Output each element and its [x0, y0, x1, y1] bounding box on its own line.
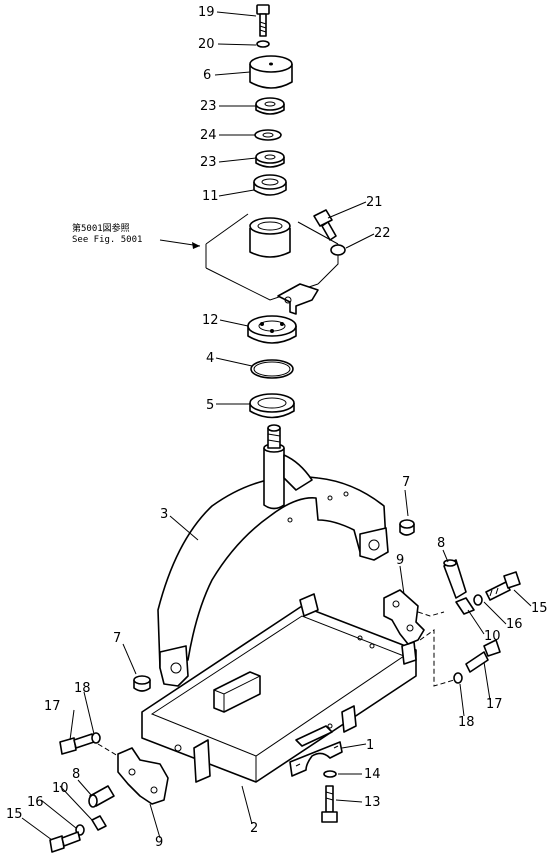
- callout-18-left: 18: [74, 681, 91, 696]
- part-lockwasher-24: [254, 129, 282, 141]
- part-small-bracket: [277, 283, 319, 315]
- part-bracket-9-right: [383, 589, 425, 645]
- part-bushing-7-right: [399, 519, 415, 536]
- reference-note-japanese: 第5001図参照: [72, 222, 130, 234]
- callout-16-left: 16: [27, 795, 44, 810]
- part-cap-6: [249, 55, 293, 89]
- part-washer-20: [256, 40, 270, 48]
- callout-9-right: 9: [396, 553, 404, 568]
- part-bolt-17-left: [59, 733, 95, 755]
- part-plate-10-right: [455, 597, 475, 615]
- callout-7-right: 7: [402, 475, 410, 490]
- callout-16-right: 16: [506, 617, 523, 632]
- part-washer-22: [330, 244, 346, 256]
- part-bolt-17-right: [465, 639, 501, 673]
- part-nut-23a: [255, 97, 285, 115]
- callout-8-right: 8: [437, 536, 445, 551]
- callout-24: 24: [200, 128, 217, 143]
- part-nut-23b: [255, 150, 285, 168]
- part-plate-10-left: [91, 815, 107, 831]
- part-swing-frame-3: [157, 424, 389, 687]
- part-bushing-7-left: [133, 675, 151, 692]
- part-bracket-9-left: [117, 747, 169, 805]
- callout-15-right: 15: [531, 601, 548, 616]
- callout-15-left: 15: [6, 807, 23, 822]
- part-bolt-15-left: [49, 831, 81, 853]
- callout-1: 1: [366, 738, 374, 753]
- callout-18-right: 18: [458, 715, 475, 730]
- assembly-line-right-upper: [417, 611, 445, 617]
- assembly-line-right-lower: [419, 629, 455, 687]
- part-washer-16-right: [473, 594, 483, 606]
- callout-12: 12: [202, 313, 219, 328]
- part-bolt-13: [321, 785, 338, 823]
- callout-6: 6: [203, 68, 211, 83]
- part-clamp-1: [289, 725, 343, 777]
- part-bolt-19: [256, 4, 270, 37]
- callout-8-left: 8: [72, 767, 80, 782]
- part-washer-18-left: [91, 732, 101, 744]
- part-washer-18-right: [453, 672, 463, 684]
- callout-17-left: 17: [44, 699, 61, 714]
- part-pin-8-right: [443, 559, 467, 599]
- part-seal-5: [249, 393, 295, 419]
- part-bolt-21: [313, 209, 337, 241]
- callout-3: 3: [160, 507, 168, 522]
- callout-5: 5: [206, 398, 214, 413]
- part-bolt-15-right: [485, 571, 521, 601]
- part-pin-8-left: [88, 785, 115, 808]
- callout-23-upper: 23: [200, 99, 217, 114]
- reference-note-english: See Fig. 5001: [72, 235, 142, 245]
- part-bearing-12: [247, 315, 297, 344]
- callout-2: 2: [250, 821, 258, 836]
- callout-20: 20: [198, 37, 215, 52]
- callout-21: 21: [366, 195, 383, 210]
- callout-10-right: 10: [484, 629, 501, 644]
- part-housing-box: [205, 213, 339, 301]
- callout-19: 19: [198, 5, 215, 20]
- callout-4: 4: [206, 351, 214, 366]
- callout-9-left: 9: [155, 835, 163, 850]
- callout-23-lower: 23: [200, 155, 217, 170]
- callout-11: 11: [202, 189, 219, 204]
- part-bearing-11: [253, 174, 287, 196]
- callout-7-left: 7: [113, 631, 121, 646]
- part-rectangular-frame-2: [141, 593, 417, 783]
- assembly-line-left: [97, 743, 119, 757]
- callout-13: 13: [364, 795, 381, 810]
- callout-10-left: 10: [52, 781, 69, 796]
- callout-22: 22: [374, 226, 391, 241]
- leader-lines: [21, 11, 532, 841]
- callout-17-right: 17: [486, 697, 503, 712]
- part-oring-4: [250, 359, 294, 379]
- part-washer-14: [323, 770, 337, 778]
- reference-arrowhead: [192, 242, 200, 249]
- callout-14: 14: [364, 767, 381, 782]
